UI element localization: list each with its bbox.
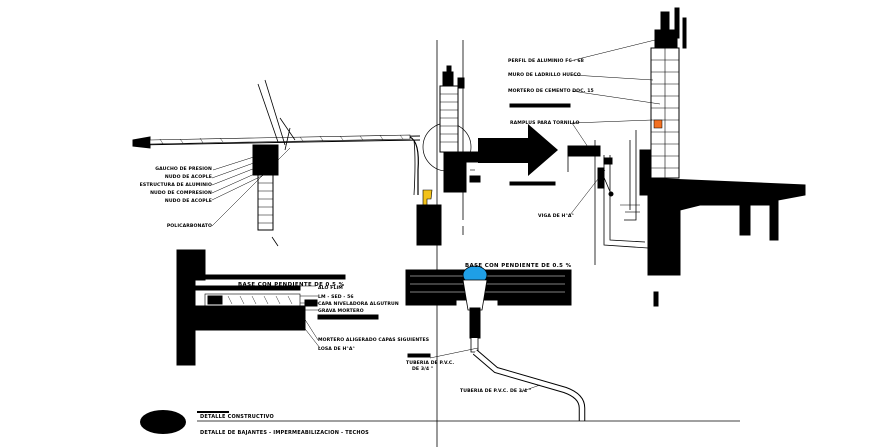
label-tuberia-pvc-size: DE 3/4 " <box>412 366 433 372</box>
label-gaucho-presion: GAUCHO DE PRESION <box>155 166 212 172</box>
label-lm-sed: LM - SED - 56 <box>318 294 354 300</box>
label-nudo-acople-2: NUDO DE ACOPLE <box>165 198 212 204</box>
slab-title: BASE CON PENDIENTE DE 0.5 % <box>238 282 345 288</box>
wall-detail-middle <box>422 65 504 193</box>
label-losa-hoa: LOSA DE H°A° <box>318 346 355 352</box>
label-capa-niveladora: CAPA NIVELADORA ALGUTRUN <box>318 301 399 307</box>
label-ramplus-tornillo: RAMPLUS PARA TORNILLO <box>510 120 579 126</box>
label-tuberia-pvc-1: TUBERIA DE P.V.C. <box>406 360 454 366</box>
title-block: DETALLE CONSTRUCTIVO DETALLE DE BAJANTES… <box>140 410 740 436</box>
drain-title: BASE CON PENDIENTE DE 0.5 % <box>465 263 572 269</box>
label-mortero-cemento: MORTERO DE CEMENTO DOC. 15 <box>508 88 594 94</box>
right-detail-labels: PERFIL DE ALUMINIO FC - 68 MURO DE LADRI… <box>508 58 594 219</box>
drain-labels: BASE CON PENDIENTE DE 0.5 % TUBERIA DE P… <box>406 263 572 394</box>
wall-detail-right <box>509 7 806 307</box>
title-line-2: DETALLE DE BAJANTES - IMPERMEABILIZACION… <box>200 430 369 436</box>
label-viga-hoa: VIGA DE H°A° <box>538 213 574 219</box>
label-nudo-compresion: NUDO DE COMPRESION <box>150 190 212 196</box>
skylight-detail-left <box>132 40 464 447</box>
left-detail-labels: GAUCHO DE PRESION NUDO DE ACOPLE ESTRUCT… <box>140 147 291 229</box>
slab-layer-detail <box>176 249 379 366</box>
zoom-arrow-icon <box>478 124 558 176</box>
label-estructura-aluminio: ESTRUCTURA DE ALUMINIO <box>140 182 212 188</box>
title-line-1: DETALLE CONSTRUCTIVO <box>200 414 274 420</box>
label-mortero-aligerado: MORTERO ALIGERADO CAPAS SIGUIENTES <box>318 337 429 343</box>
drain-detail <box>405 265 586 421</box>
label-perfil-aluminio: PERFIL DE ALUMINIO FC - 68 <box>508 58 584 64</box>
label-tuberia-pvc-2: TUBERIA DE P.V.C. DE 3/4 " <box>460 388 531 394</box>
label-policarbonato: POLICARBONATO <box>167 223 212 229</box>
label-alo-flim: ALO FLIM <box>318 285 343 291</box>
label-grava-mortero: GRAVA MORTERO <box>318 308 364 314</box>
label-nudo-acople-1: NUDO DE ACOPLE <box>165 174 212 180</box>
label-muro-ladrillo: MURO DE LADRILLO HUECO <box>508 72 581 78</box>
slab-layer-labels: BASE CON PENDIENTE DE 0.5 % ALO FLIM LM … <box>238 282 429 352</box>
